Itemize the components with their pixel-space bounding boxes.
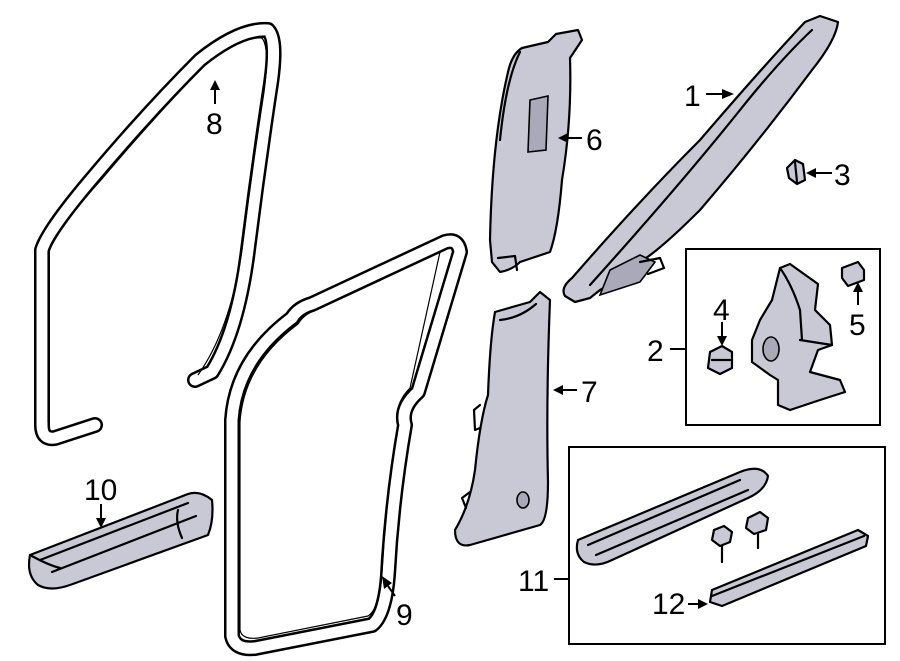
- trim-strip-part-12: [708, 528, 870, 608]
- callout-6: 6: [586, 124, 603, 157]
- callout-10: 10: [84, 474, 117, 507]
- screw-part-11a: [710, 524, 734, 564]
- screw-part-4: [706, 344, 734, 376]
- callout-1: 1: [684, 80, 701, 113]
- screw-part-11b: [744, 510, 770, 550]
- callout-8: 8: [206, 108, 223, 141]
- leader-lines: [96, 80, 863, 609]
- bracket-part-2: [750, 262, 847, 412]
- callout-11: 11: [518, 565, 549, 598]
- pillar-trim-a: [562, 14, 840, 304]
- detail-box-11: [568, 446, 886, 645]
- callout-3: 3: [834, 159, 851, 192]
- door-opening-weatherstrip-rear: [224, 233, 468, 657]
- door-opening-weatherstrip-front: [34, 21, 282, 447]
- scuff-plate-front: [27, 491, 214, 590]
- pillar-trim-upper-b: [488, 28, 584, 274]
- clip-part-3: [785, 158, 807, 186]
- callout-12: 12: [652, 588, 685, 621]
- cap-part-5: [840, 260, 866, 288]
- scuff-plate-rear: [575, 467, 770, 566]
- detail-box-2: [685, 248, 881, 426]
- callout-2: 2: [647, 335, 664, 368]
- callout-7: 7: [581, 376, 598, 409]
- callout-4: 4: [713, 294, 730, 327]
- callout-5: 5: [849, 309, 866, 342]
- pillar-trim-lower-b: [453, 290, 552, 547]
- callout-9: 9: [396, 599, 413, 632]
